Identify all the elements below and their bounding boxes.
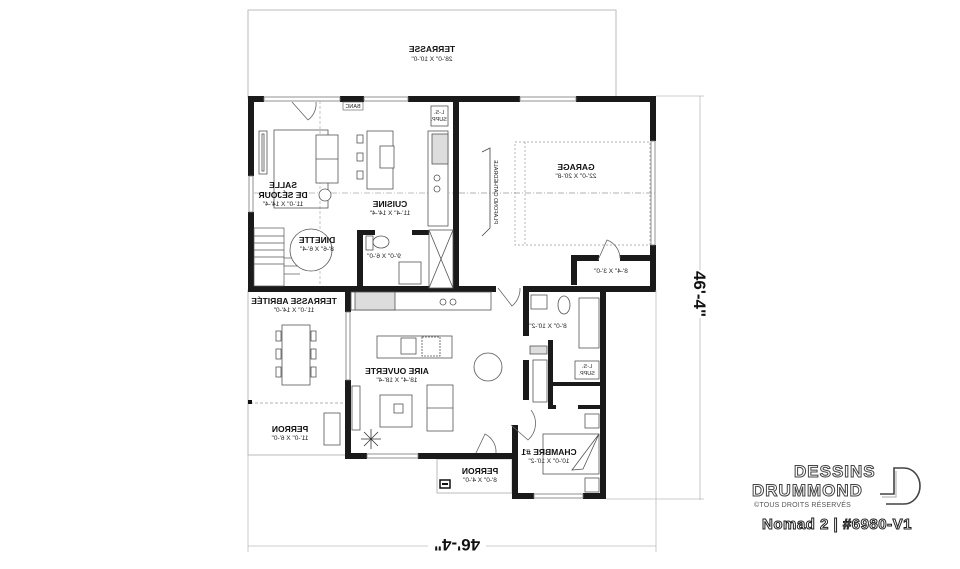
room-dim-salle: 11'-0" X 14'-4" [262, 201, 303, 208]
room-dim-perron: 11'-0" X 6'-0" [271, 435, 309, 442]
room-dim-aire-ouverte: 18'-4" X 18'-4" [376, 377, 418, 384]
living-furniture [258, 129, 339, 209]
room-label-cuisine: CUISINE [372, 199, 407, 209]
model-name: Nomad 2 | #6980-V1 [762, 516, 912, 534]
ls-supp-label: L-S. [433, 110, 444, 116]
plant-icon [361, 429, 381, 449]
ls-supp-label: SUPP. [579, 371, 595, 377]
room-label-garage: GARAGE [557, 162, 595, 172]
room-dim-bath-lower: 8'-0" X 10'-2" [529, 323, 567, 330]
brand-line1: DESSINS [794, 462, 876, 482]
ls-supp-label: L-S. [581, 364, 592, 370]
room-label-perron-front: PERRON [462, 466, 498, 476]
bedroom-furniture [542, 413, 600, 493]
cathedral-arrow-icon [481, 147, 491, 237]
ls-supp-label: SUPP. [431, 117, 447, 123]
room-dim-chambre: 10'-0" X 10'-2" [528, 458, 570, 465]
door-swing-icon [597, 239, 621, 261]
room-dim-garage: 22'-0" X 20'-8" [555, 173, 597, 180]
banc-label: BANC [345, 104, 360, 110]
room-label-aire-ouverte: AIRE OUVERTE [365, 366, 429, 376]
patio-table [275, 324, 341, 446]
room-label-terrasse: TERRASSE [409, 44, 456, 54]
door-swing-icon [291, 101, 317, 121]
room-label-dinette: DINETTE [298, 235, 335, 245]
bath-lower-fixtures [529, 294, 600, 403]
room-dim-terrasse: 28'-0" X 10'-0" [411, 56, 453, 63]
room-label-de-sejour: DE SÉJOUR [258, 190, 307, 200]
post-marker [248, 400, 252, 404]
kitchen-upper [356, 105, 449, 227]
bath-upper-fixtures [365, 229, 454, 289]
room-dim-perron-front: 8'-0" X 4'-0" [462, 477, 497, 484]
drummond-logo-icon [880, 467, 921, 505]
room-label-salle: SALLE [269, 180, 297, 190]
door-swings [475, 287, 536, 454]
garage-door-tracks [459, 141, 656, 246]
overall-depth-dimension: 46'-4" [690, 271, 709, 317]
plafond-label: PLAFOND CATHÉDRALE [492, 160, 499, 224]
brand-line2: DRUMMOND [752, 481, 863, 501]
room-dim-cuisine: 11'-4" X 14'-4" [369, 210, 410, 217]
room-label-perron: PERRON [272, 424, 308, 434]
kitchen-lower [350, 291, 503, 432]
room-label-chambre: CHAMBRE #1 [521, 447, 577, 457]
room-dim-dinette: 8'-6" X 6'-4" [299, 246, 334, 253]
room-dim-terrasse-abritee: 11'-0" X 14'-0" [273, 307, 314, 314]
room-dim-storage: 8'-4" X 3'-0" [593, 268, 628, 275]
terrasse-outline [247, 9, 617, 99]
copyright-text: ©TOUS DROITS RÉSERVÉS [754, 502, 852, 509]
dinette-table [289, 228, 333, 272]
overall-width-dimension: 46'-4" [434, 535, 480, 554]
room-label-terrasse-abritee: TERRASSE ABRITÉE [251, 296, 337, 306]
room-dim-bath-upper: 9'-0" X 6'-0" [366, 253, 401, 260]
